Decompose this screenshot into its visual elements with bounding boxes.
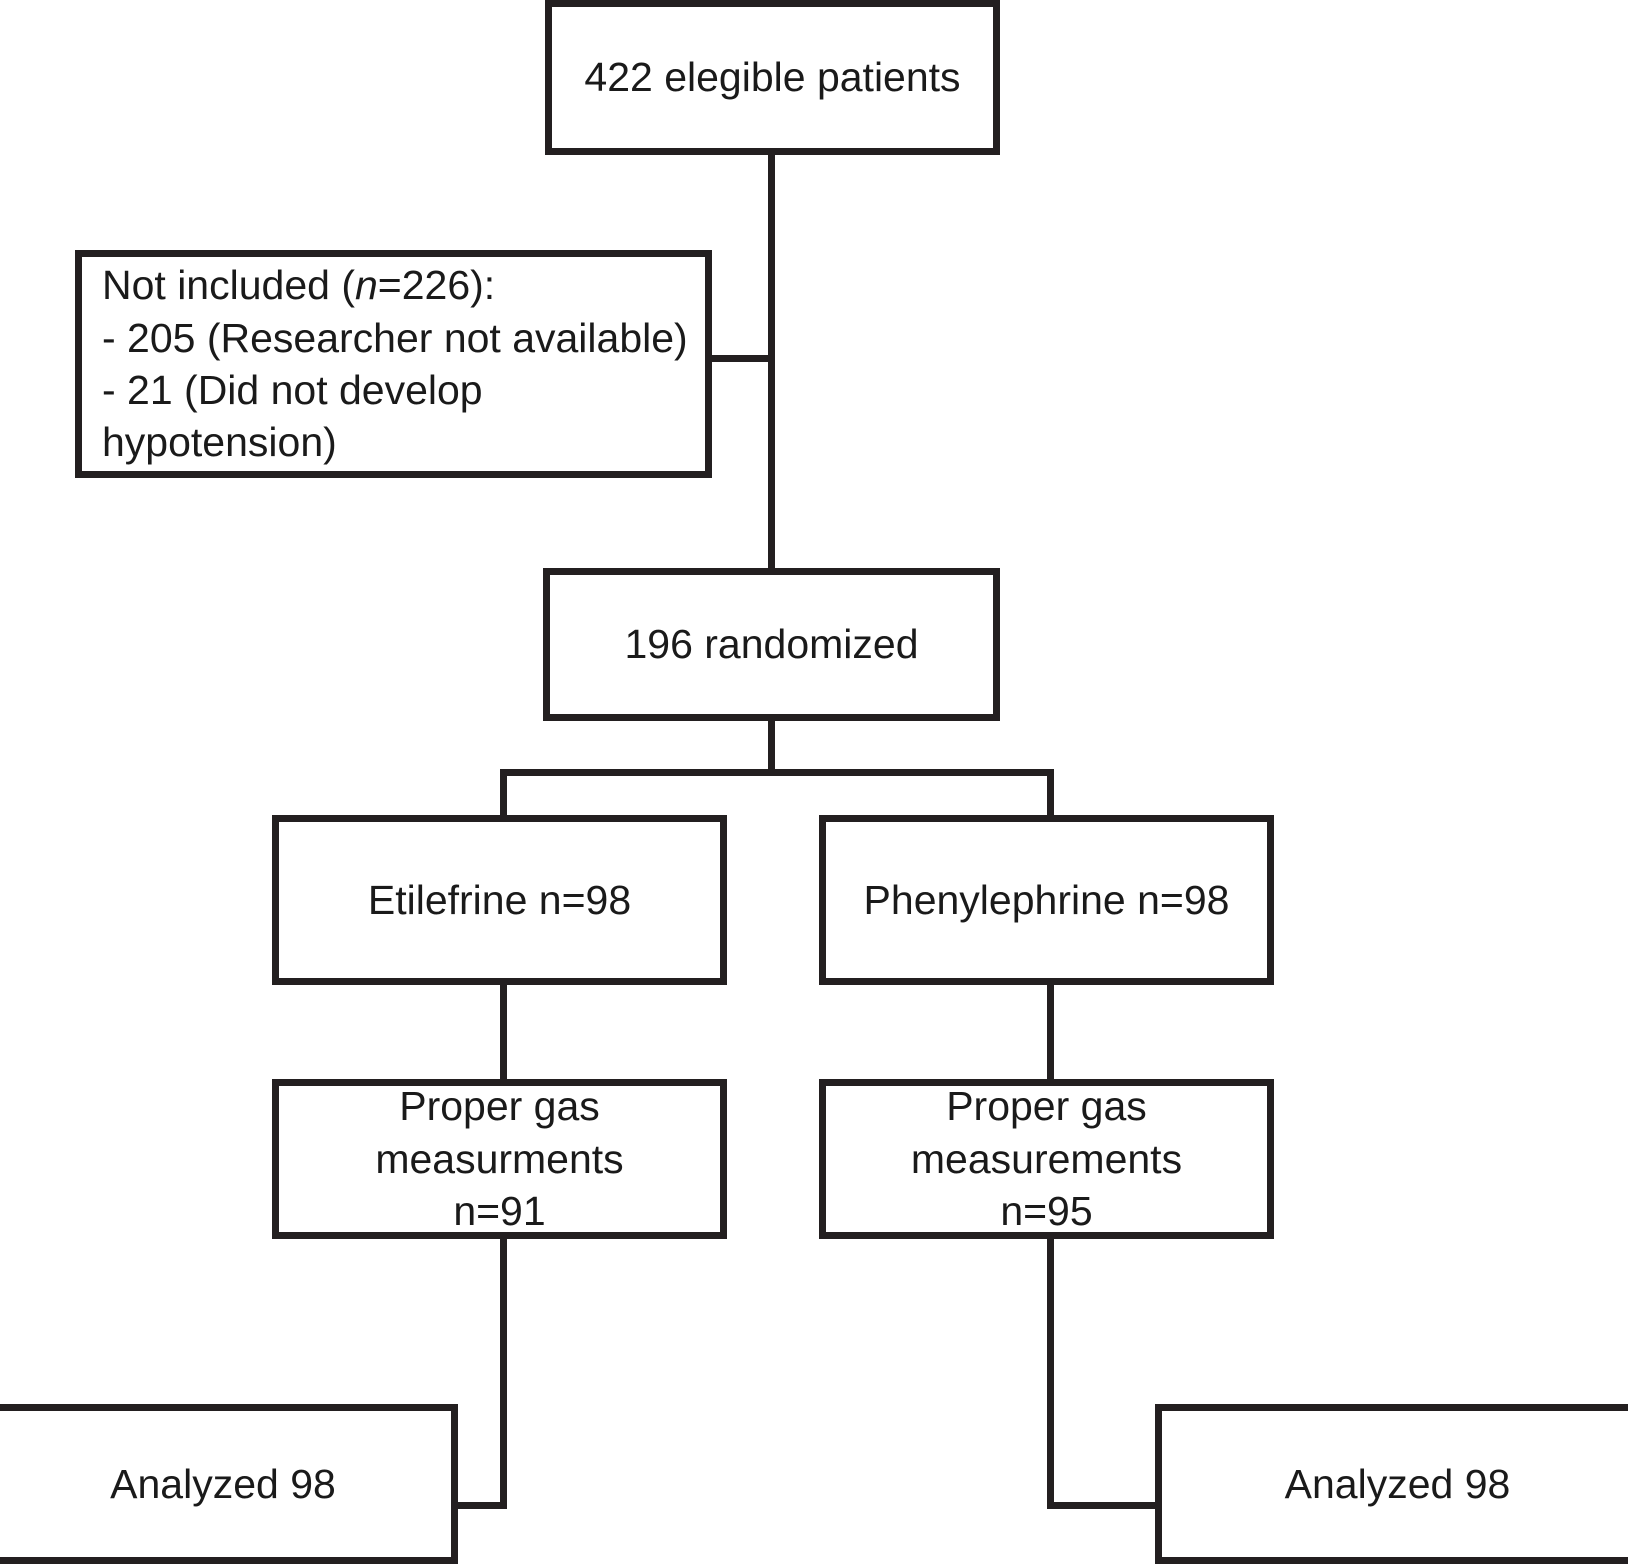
node-gas-measurements-right-label: Proper gas measurements n=95 <box>901 1080 1192 1237</box>
connector-eligible-trunk <box>768 152 775 577</box>
gas-right-line2: measurements <box>910 1135 1183 1182</box>
connector-phenylephrine-to-gas-right <box>1047 983 1054 1083</box>
connector-not-included-branch <box>706 355 774 362</box>
not-included-line1-n: n <box>354 262 378 309</box>
not-included-line2: - 205 (Researcher not available) <box>102 314 688 361</box>
node-gas-measurements-right[interactable]: Proper gas measurements n=95 <box>819 1079 1274 1239</box>
connector-etilefrine-to-gas-left <box>500 983 507 1083</box>
connector-randomized-stem <box>768 718 775 776</box>
not-included-line1-prefix: Not included ( <box>102 262 355 309</box>
node-randomized[interactable]: 196 randomized <box>543 568 1000 721</box>
node-randomized-label: 196 randomized <box>624 621 919 668</box>
node-analyzed-right[interactable]: Analyzed 98 <box>1155 1404 1628 1564</box>
gas-right-line3: n=95 <box>1000 1188 1093 1235</box>
gas-left-line2: measurments <box>375 1135 624 1182</box>
node-not-included-label: Not included (n=226): - 205 (Researcher n… <box>82 259 705 469</box>
not-included-line3: - 21 (Did not develop hypotension) <box>102 367 483 466</box>
node-etilefrine-label: Etilefrine n=98 <box>367 876 632 923</box>
node-analyzed-left-label: Analyzed 98 <box>110 1460 336 1507</box>
node-etilefrine[interactable]: Etilefrine n=98 <box>272 815 727 985</box>
gas-left-line3: n=91 <box>453 1188 546 1235</box>
node-analyzed-left[interactable]: Analyzed 98 <box>0 1404 458 1564</box>
node-not-included[interactable]: Not included (n=226): - 205 (Researcher n… <box>75 250 712 478</box>
node-analyzed-right-label: Analyzed 98 <box>1284 1460 1511 1507</box>
connector-gas-right-elbow <box>1047 1502 1162 1509</box>
gas-right-line1: Proper gas <box>946 1083 1147 1130</box>
node-phenylephrine[interactable]: Phenylephrine n=98 <box>819 815 1274 985</box>
connector-gas-left-elbow <box>452 1502 507 1509</box>
connector-randomized-to-etilefrine <box>500 769 507 819</box>
connector-gas-right-drop <box>1047 1236 1054 1509</box>
node-eligible-patients[interactable]: 422 elegible patients <box>545 0 1000 155</box>
gas-left-line1: Proper gas <box>399 1083 600 1130</box>
node-phenylephrine-label: Phenylephrine n=98 <box>863 876 1230 923</box>
node-gas-measurements-left[interactable]: Proper gas measurments n=91 <box>272 1079 727 1239</box>
connector-randomized-split-bar <box>500 769 1054 776</box>
node-gas-measurements-left-label: Proper gas measurments n=91 <box>365 1080 633 1237</box>
connector-randomized-to-phenylephrine <box>1047 769 1054 819</box>
connector-gas-left-drop <box>500 1236 507 1509</box>
node-eligible-patients-label: 422 elegible patients <box>584 54 961 101</box>
not-included-line1-suffix: =226): <box>377 262 496 309</box>
